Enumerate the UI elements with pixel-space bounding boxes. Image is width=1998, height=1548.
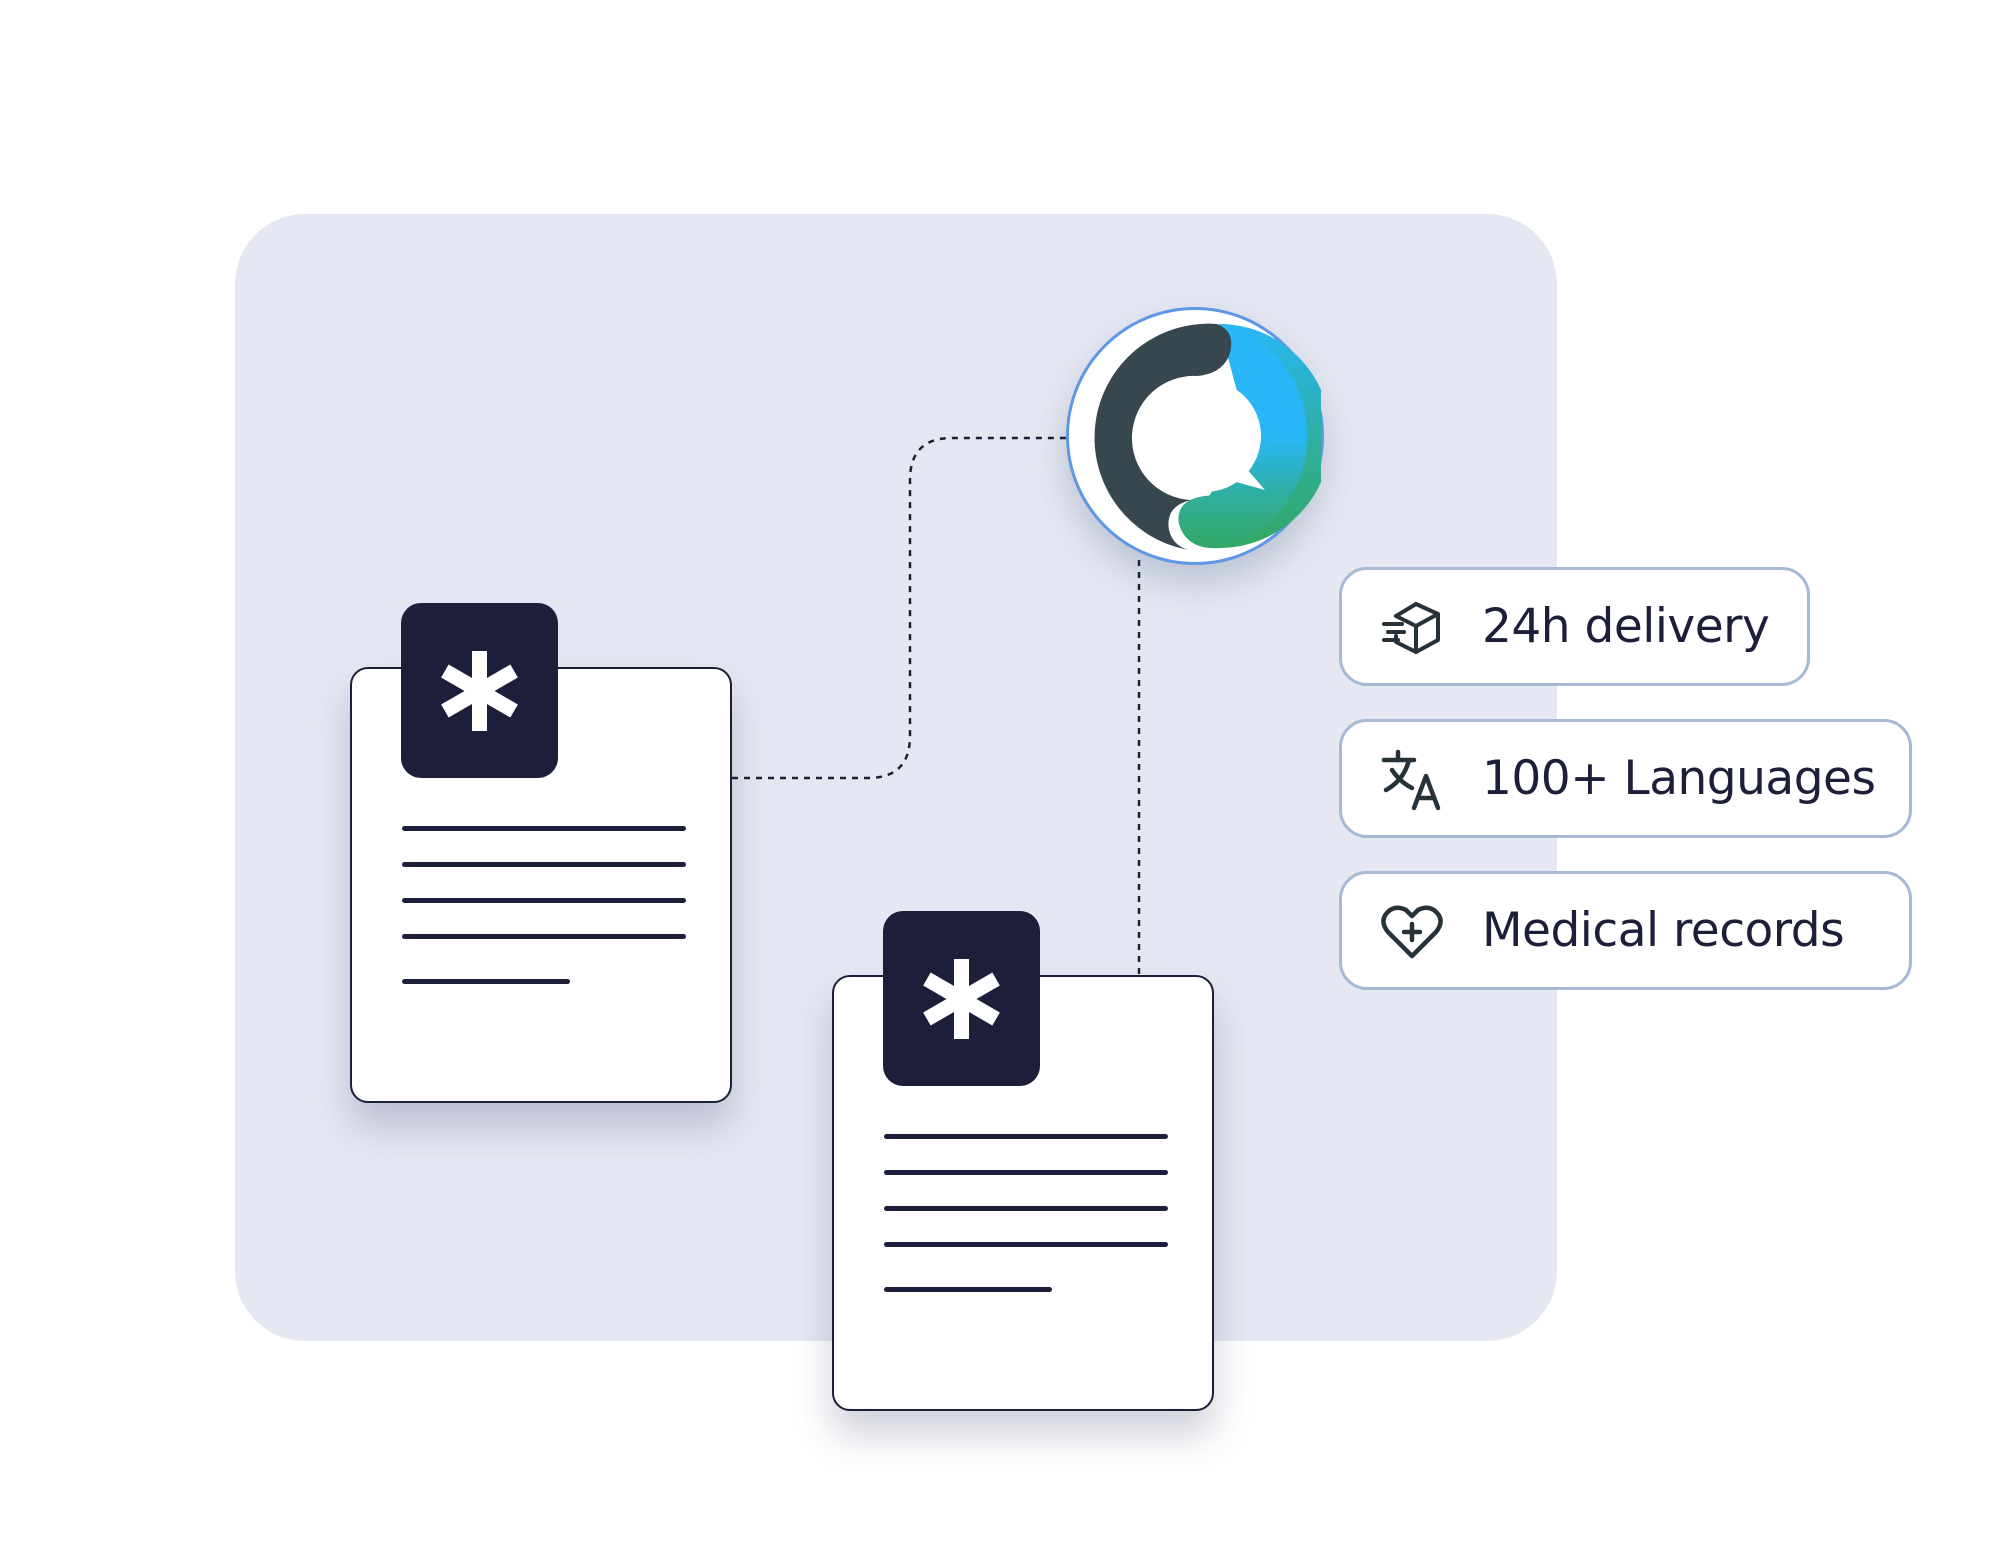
document-2-badge (883, 911, 1040, 1086)
feature-label: 24h delivery (1482, 599, 1770, 654)
connector-doc1-to-logo (732, 436, 1066, 780)
asterisk-icon (441, 651, 518, 731)
text-line (402, 862, 686, 867)
text-line (402, 826, 686, 831)
text-line-short (884, 1287, 1052, 1292)
feature-chip-languages: 100+ Languages (1339, 719, 1912, 838)
text-line (884, 1242, 1168, 1247)
feature-label: Medical records (1482, 903, 1845, 958)
text-line (402, 934, 686, 939)
translation-app-logo-icon (1094, 323, 1321, 550)
feature-chip-delivery: 24h delivery (1339, 567, 1810, 686)
text-line (402, 898, 686, 903)
text-line-short (402, 979, 570, 984)
heart-plus-icon (1381, 905, 1443, 959)
app-logo (1066, 307, 1324, 565)
text-line (884, 1206, 1168, 1211)
asterisk-icon (923, 959, 1000, 1039)
feature-chip-medical: Medical records (1339, 871, 1912, 990)
feature-label: 100+ Languages (1482, 751, 1876, 806)
text-line (884, 1170, 1168, 1175)
document-1-badge (401, 603, 558, 778)
translate-icon (1381, 749, 1441, 811)
text-line (884, 1134, 1168, 1139)
delivery-box-icon (1382, 602, 1440, 654)
